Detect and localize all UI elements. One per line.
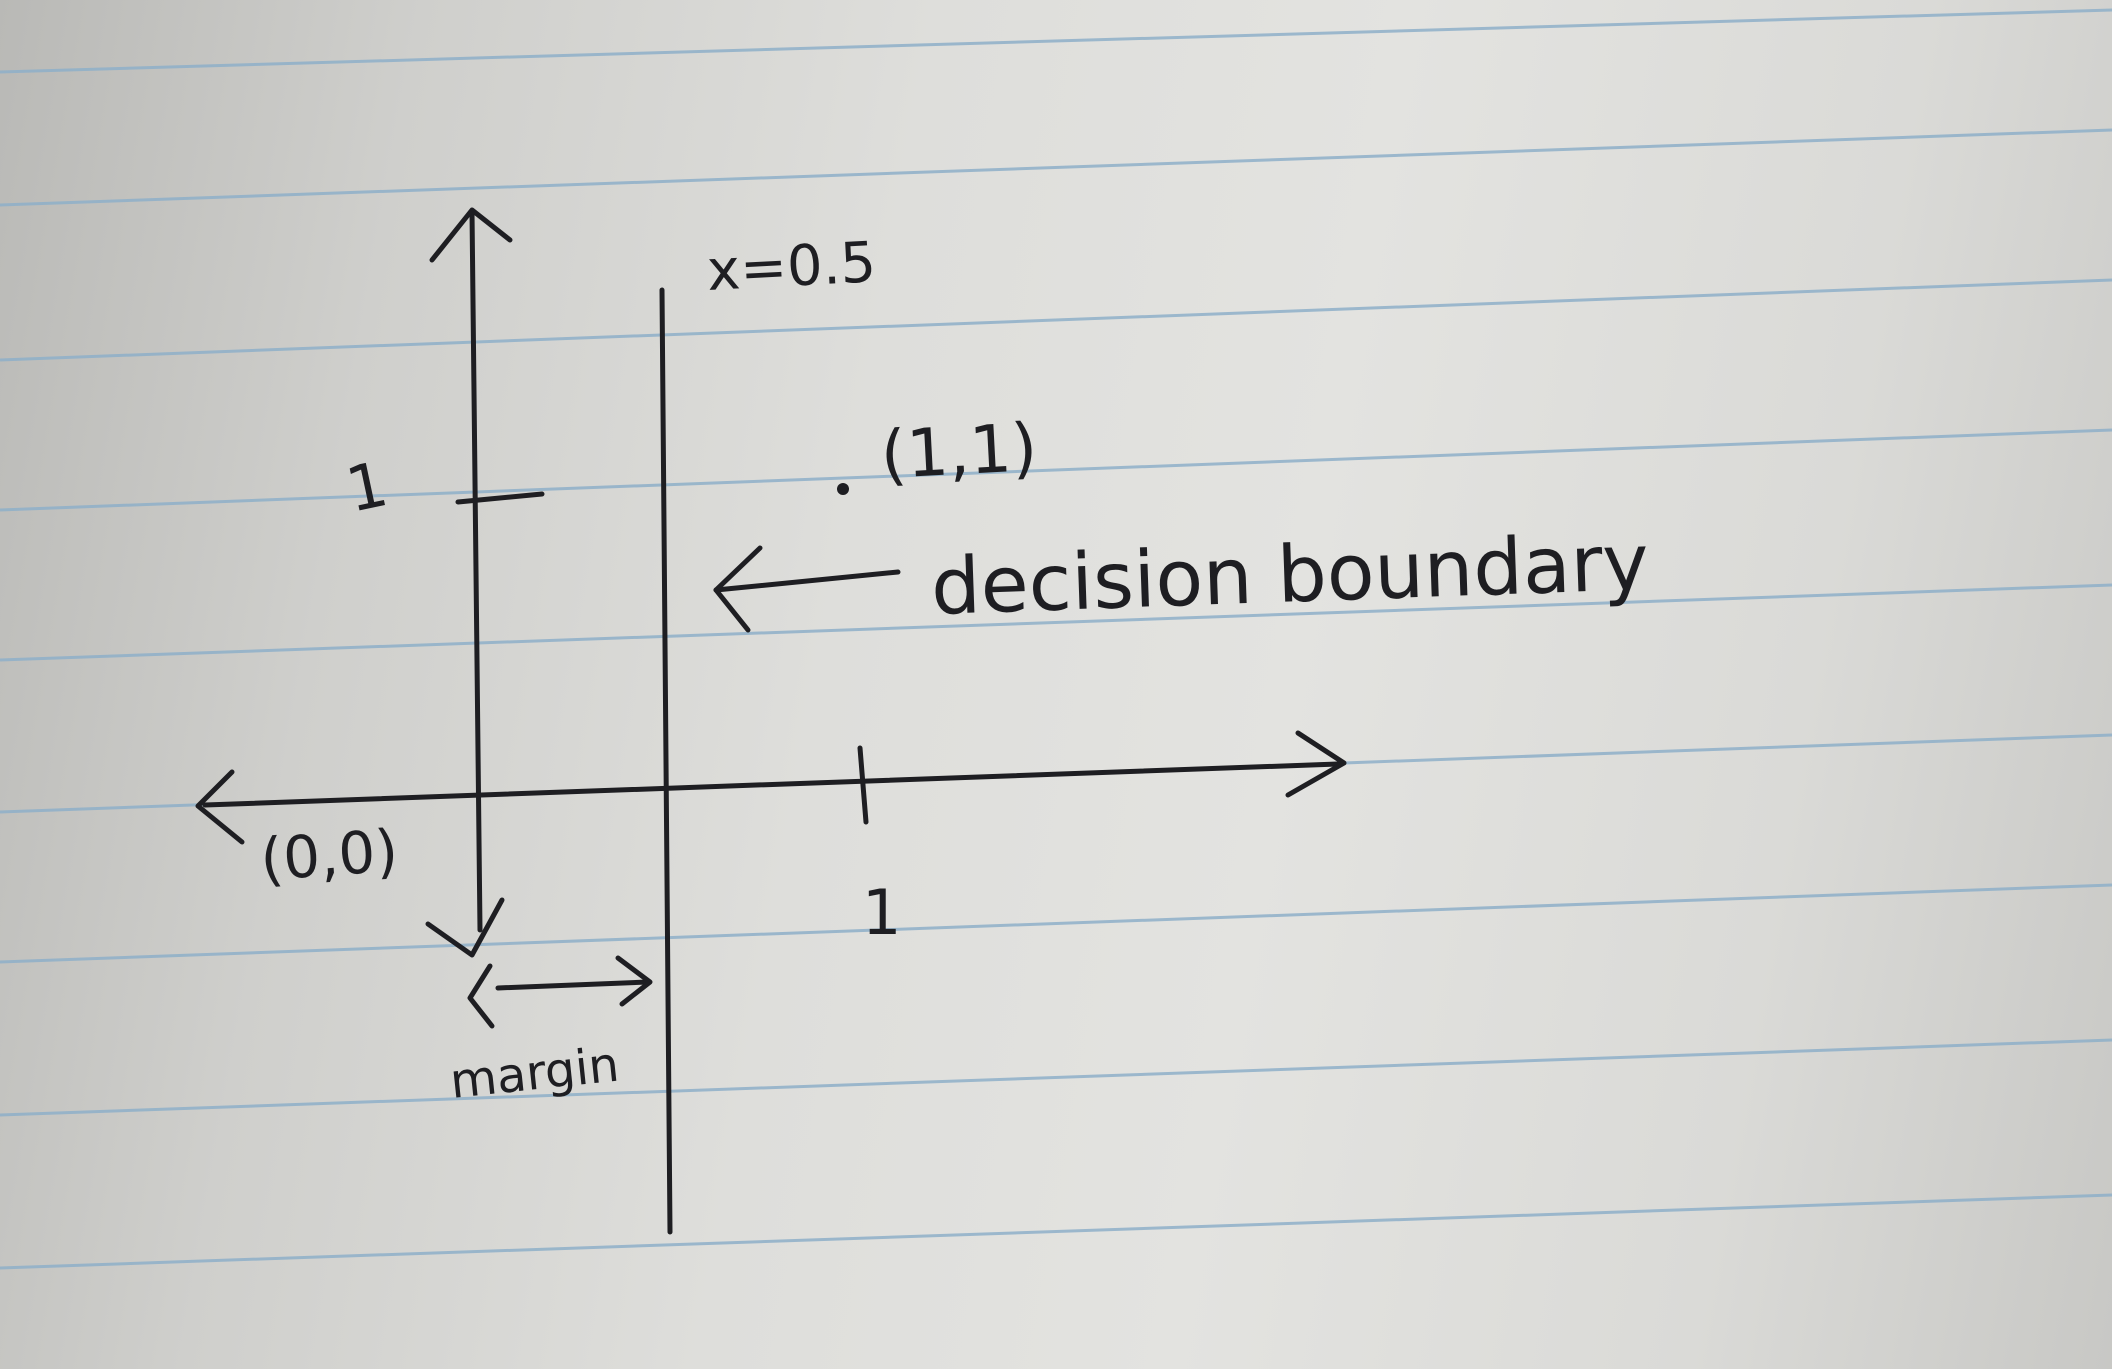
margin-label: margin <box>447 1037 621 1110</box>
y-tick-label: 1 <box>340 447 394 527</box>
margin-arrowhead-right <box>615 955 653 1007</box>
x-tick-label: 1 <box>862 876 901 949</box>
margin-arrow <box>495 979 651 991</box>
boundary-pointer-arrow <box>713 569 901 593</box>
origin-label: (0,0) <box>258 817 400 894</box>
decision-boundary-line <box>659 287 673 1235</box>
boundary-pointer-arrowhead <box>713 545 763 633</box>
margin-arrowhead-left <box>467 963 495 1029</box>
x-axis-arrowhead-right <box>1285 730 1347 798</box>
point-label: (1,1) <box>879 409 1039 494</box>
x-axis <box>202 761 1341 808</box>
ruled-lines <box>0 8 2112 1270</box>
boundary-note-label: decision boundary <box>930 518 1651 633</box>
data-point-1-1 <box>837 483 849 495</box>
x-tick-mark <box>857 745 869 825</box>
y-axis <box>469 209 483 933</box>
y-axis-arrowhead-top <box>429 207 513 263</box>
x-axis-arrowhead-left <box>195 769 245 845</box>
y-tick-mark <box>455 491 545 505</box>
y-axis-arrowhead-bottom <box>425 897 505 958</box>
boundary-equation-label: x=0.5 <box>705 230 877 304</box>
